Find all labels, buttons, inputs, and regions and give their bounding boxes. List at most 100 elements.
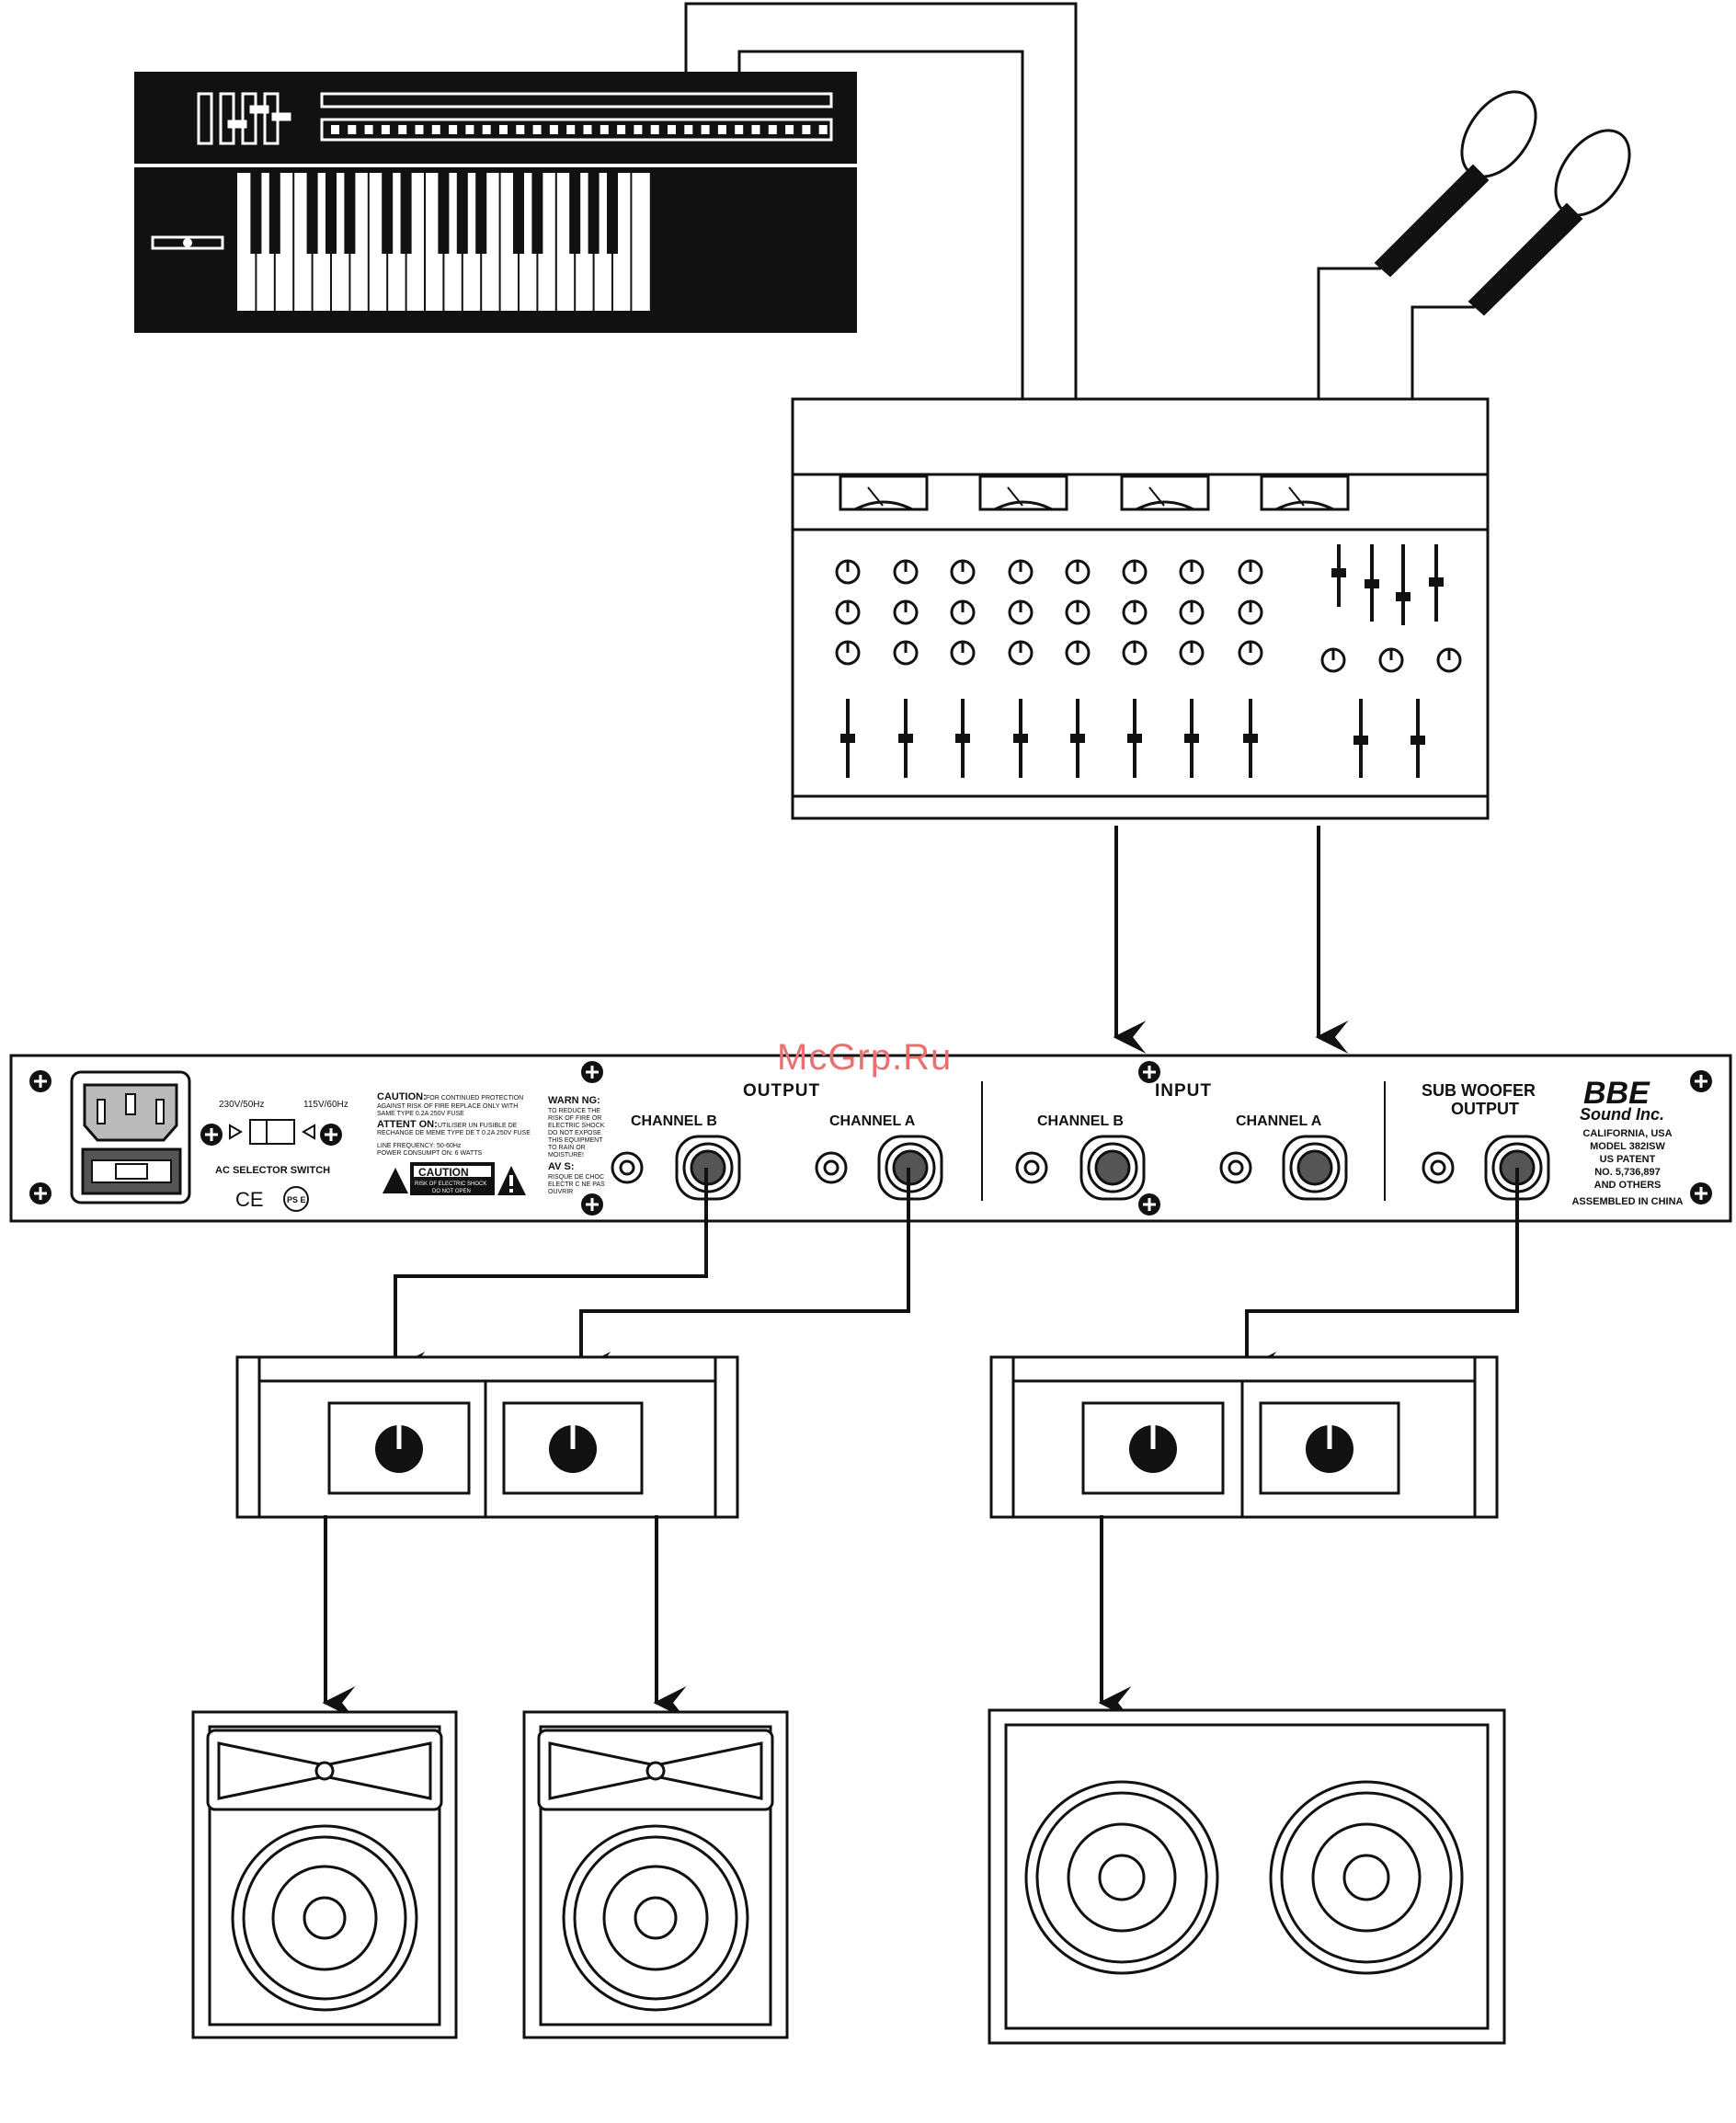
caution-line-2: AGAINST RISK OF FIRE REPLACE ONLY WITH <box>377 1103 518 1110</box>
ac-selector-label: AC SELECTOR SWITCH <box>215 1165 330 1176</box>
info-line-6: ASSEMBLED IN CHINA <box>1571 1196 1683 1207</box>
black-key <box>513 173 524 254</box>
horn-driver <box>645 1761 666 1781</box>
master-fader-cap <box>1429 577 1444 587</box>
keyboard-button <box>431 125 440 134</box>
caution-label: CAUTION RISK OF ELECTRIC SHOCK DO NOT OP… <box>383 1162 526 1195</box>
keyboard-button <box>668 125 676 134</box>
amplifier-body <box>989 1355 1499 1519</box>
amplifiers <box>235 1355 1499 1519</box>
keyboard-button <box>600 125 609 134</box>
rca-jack-center <box>1430 1159 1446 1176</box>
black-key <box>588 173 600 254</box>
input-channel-a-label: CHANNEL A <box>1236 1113 1322 1129</box>
warning-line-3: ELECTRIC SHOCK <box>548 1123 605 1129</box>
info-line-5: AND OTHERS <box>1594 1180 1662 1191</box>
vu-meter-scale <box>1136 500 1194 511</box>
warning-heading: WARN NG: <box>548 1095 600 1106</box>
info-line-1: CALIFORNIA, USA <box>1582 1128 1672 1139</box>
channel-fader-cap <box>840 734 855 743</box>
avis-line-1: RISQUE DE CHOC <box>548 1174 604 1181</box>
caution-label-sub2: DO NOT OPEN <box>432 1189 471 1194</box>
vu-meter <box>839 474 929 511</box>
warning-line-4: DO NOT EXPOSE <box>548 1130 601 1136</box>
info-line-3: US PATENT <box>1600 1154 1656 1165</box>
mixer-knobs <box>835 559 1462 673</box>
keyboard-cables <box>684 2 1078 399</box>
warning-line-1: TO REDUCE THE <box>548 1108 600 1114</box>
avis-line-3: OUVRIR <box>548 1189 573 1195</box>
black-key <box>250 173 262 254</box>
keyboard-buttons <box>331 125 828 134</box>
mixer-faders <box>840 544 1444 778</box>
keyboard-button <box>785 125 794 134</box>
keyboard-button-strip <box>320 118 833 142</box>
caution-line-3: SAME TYPE 0.2A 250V FUSE <box>377 1111 464 1117</box>
info-line-4: NO. 5,736,897 <box>1594 1167 1661 1178</box>
output-channel-a-label: CHANNEL A <box>829 1113 916 1129</box>
rca-jack-center <box>1023 1159 1040 1176</box>
master-fader-cap <box>1331 568 1346 577</box>
warning-line-2: RISK OF FIRE OR <box>548 1115 601 1122</box>
keyboard-button <box>381 125 390 134</box>
keyboard-button <box>449 125 458 134</box>
mixer-output-cables <box>1113 826 1349 1054</box>
caution-label-sub1: RISK OF ELECTRIC SHOCK <box>415 1181 486 1187</box>
ce-mark: CE <box>235 1188 264 1211</box>
bbe-logo-subtitle: Sound Inc. <box>1580 1105 1664 1124</box>
keyboard-button <box>617 125 626 134</box>
keyboard-button <box>735 125 744 134</box>
subwoofer-driver <box>1342 1854 1390 1901</box>
vu-meter-needle <box>1148 486 1165 507</box>
bbe-logo: BBE <box>1583 1076 1650 1111</box>
input-title: INPUT <box>1155 1081 1212 1101</box>
channel-fader-cap <box>1013 734 1028 743</box>
keyboard-button <box>650 125 659 134</box>
vu-meter-scale <box>1275 500 1334 511</box>
subwoofer-label-line-2: OUTPUT <box>1451 1100 1519 1118</box>
black-key <box>456 173 468 254</box>
caution-text-block: CAUTION: FOR CONTINUED PROTECTION AGAINS… <box>377 1091 531 1157</box>
vu-meter <box>1260 474 1350 511</box>
output-title: OUTPUT <box>743 1081 820 1101</box>
microphone-2 <box>1468 129 1631 316</box>
keyboard-button <box>499 125 508 134</box>
power-inlet <box>70 1070 191 1204</box>
speakers <box>191 1708 1506 2045</box>
vu-meter-needle <box>867 486 884 507</box>
black-key <box>475 173 487 254</box>
warning-line-5: THIS EQUIPMENT <box>548 1137 603 1144</box>
keyboard-button <box>532 125 542 134</box>
attention-line-1: UTILISER UN FUSIBLE DE <box>438 1123 518 1129</box>
black-key <box>400 173 412 254</box>
keyboard-button <box>516 125 525 134</box>
channel-fader-cap <box>1127 734 1142 743</box>
rack-screws <box>29 1061 1712 1216</box>
warning-line-6: TO RAIN OR <box>548 1145 586 1151</box>
channel-fader-cap <box>898 734 913 743</box>
keyboard-button <box>634 125 643 134</box>
processor-output-cables <box>392 1168 1519 1385</box>
master-fader-cap <box>1410 736 1425 745</box>
master-fader-cap <box>1396 592 1410 601</box>
keyboard-button <box>802 125 811 134</box>
keyboard-button <box>415 125 424 134</box>
microphone-cables <box>1317 267 1475 399</box>
model-info: CALIFORNIA, USA MODEL 382ISW US PATENT N… <box>1571 1128 1683 1207</box>
black-key <box>569 173 581 254</box>
caution-label-title: CAUTION <box>418 1166 469 1179</box>
black-key <box>326 173 337 254</box>
black-key <box>438 173 450 254</box>
woofer-cone <box>634 1896 678 1940</box>
vu-meter-scale <box>854 500 913 511</box>
black-key <box>531 173 543 254</box>
channel-fader-cap <box>1184 734 1199 743</box>
keyboard-button <box>768 125 777 134</box>
keyboard-button <box>684 125 693 134</box>
keyboard-button <box>566 125 576 134</box>
power-consumption: POWER CONSUMPT ON: 6 WATTS <box>377 1150 483 1157</box>
channel-fader-cap <box>955 734 970 743</box>
attention-heading: ATTENT ON: <box>377 1119 438 1130</box>
keyboard-button <box>482 125 491 134</box>
keyboard-sliders <box>197 92 291 145</box>
